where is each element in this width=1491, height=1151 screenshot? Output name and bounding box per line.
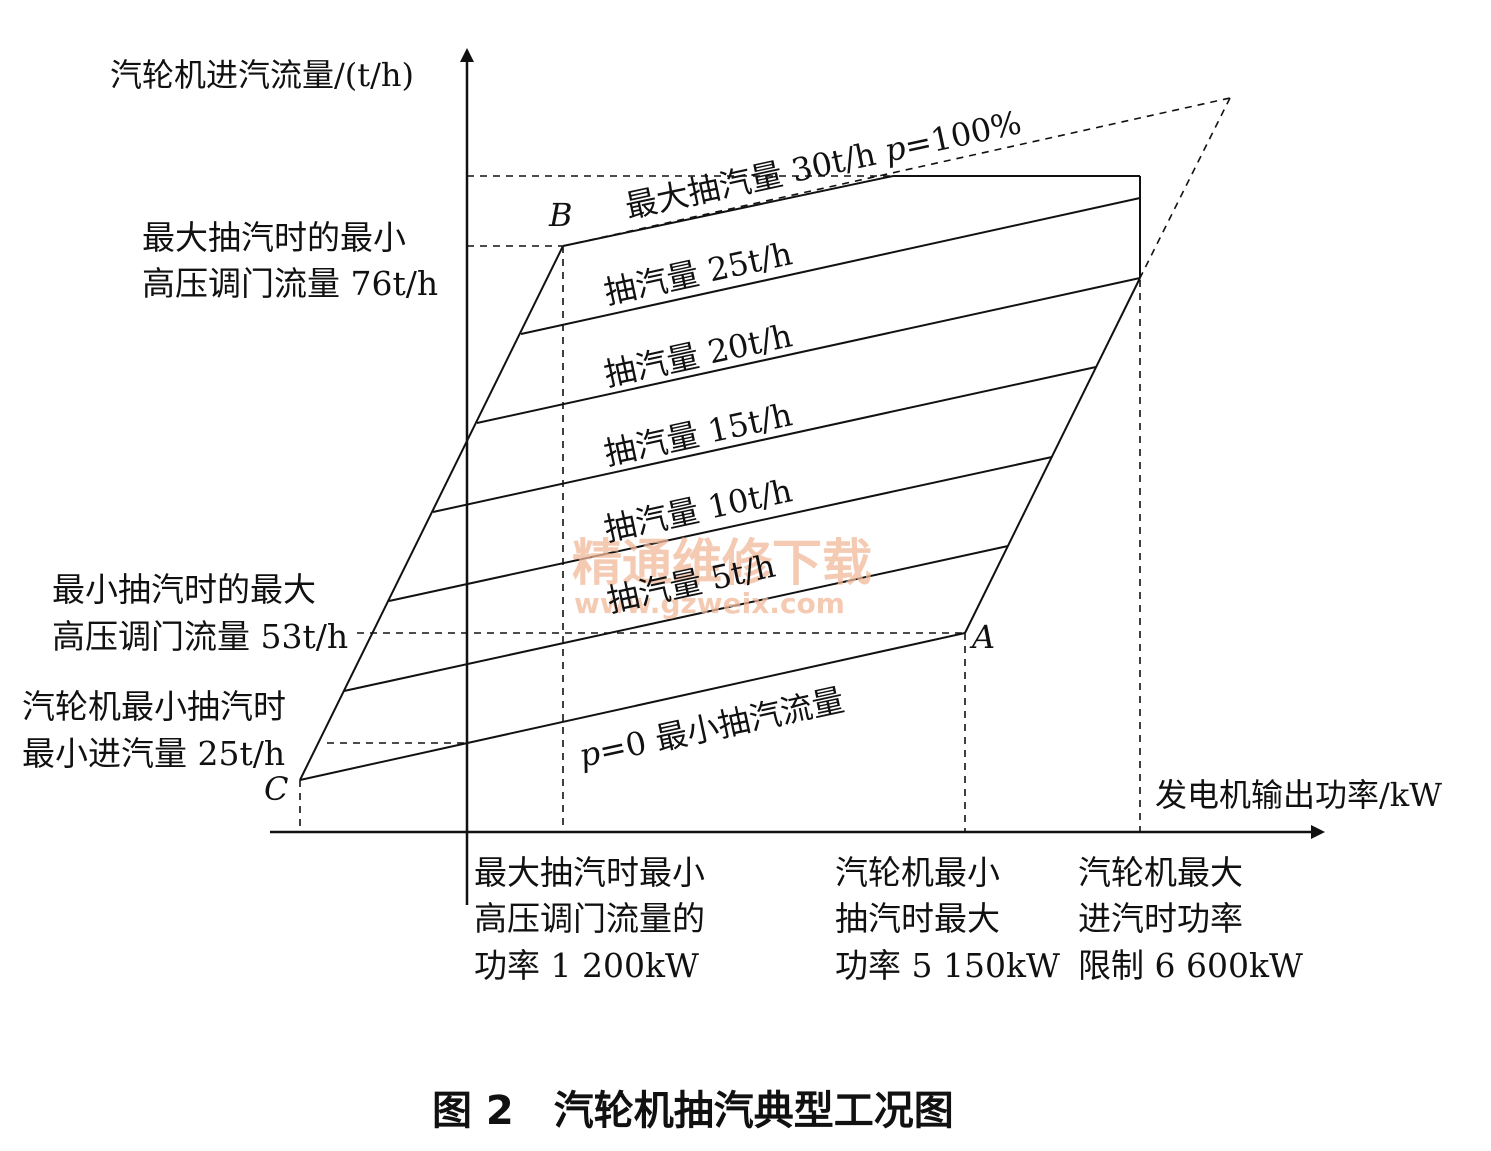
solid-lines <box>299 175 1141 781</box>
line-25 <box>520 197 1141 335</box>
watermark-url: www.gzweix.com <box>574 587 845 620</box>
x-axis-label: 发电机输出功率/kW <box>1155 776 1442 814</box>
line-10 <box>388 456 1053 602</box>
point-label-c: C <box>264 770 288 808</box>
annot-x-a-line3: 功率 5 150kW <box>835 946 1060 985</box>
annot-a-line2: 高压调门流量 53t/h <box>52 617 348 656</box>
annot-x-b-line1: 最大抽汽时最小 <box>474 853 705 892</box>
annot-b-line1: 最大抽汽时的最小 <box>142 218 406 257</box>
line-label-20: 抽汽量 20t/h <box>601 316 796 394</box>
line-0 <box>299 632 966 781</box>
boundary-right <box>964 277 1141 634</box>
annot-x-m-line1: 汽轮机最大 <box>1078 853 1243 892</box>
line-label-30: 最大抽汽量 30t/h p=100% <box>622 103 1025 226</box>
annot-c-line1: 汽轮机最小抽汽时 <box>22 687 286 726</box>
annot-x-b-line3: 功率 1 200kW <box>474 946 699 985</box>
annot-x-m-line2: 进汽时功率 <box>1078 899 1243 938</box>
line-label-15: 抽汽量 15t/h <box>601 395 796 473</box>
annot-a-line1: 最小抽汽时的最大 <box>52 570 316 609</box>
boundary-left <box>299 245 564 781</box>
line-label-25: 抽汽量 25t/h <box>601 234 796 312</box>
watermark-cn: 精通维修下载 <box>572 534 872 592</box>
line-5 <box>343 545 1009 692</box>
line-label-0: p=0 最小抽汽流量 <box>576 681 848 775</box>
annot-x-a-line2: 抽汽时最大 <box>835 899 1000 938</box>
line-20 <box>476 277 1141 424</box>
annot-x-m-line3: 限制 6 600kW <box>1078 946 1303 985</box>
figure-caption: 图 2 汽轮机抽汽典型工况图 <box>432 1088 954 1134</box>
annot-c-line2: 最小进汽量 25t/h <box>22 734 285 773</box>
point-label-a: A <box>969 618 995 656</box>
point-label-b: B <box>548 196 573 234</box>
annot-b-line2: 高压调门流量 76t/h <box>142 264 438 303</box>
annot-x-b-line2: 高压调门流量的 <box>474 899 705 938</box>
line-30 <box>562 175 894 247</box>
line-15 <box>432 366 1097 513</box>
y-axis-label: 汽轮机进汽流量/(t/h) <box>110 56 414 94</box>
annot-x-a-line1: 汽轮机最小 <box>835 853 1000 892</box>
